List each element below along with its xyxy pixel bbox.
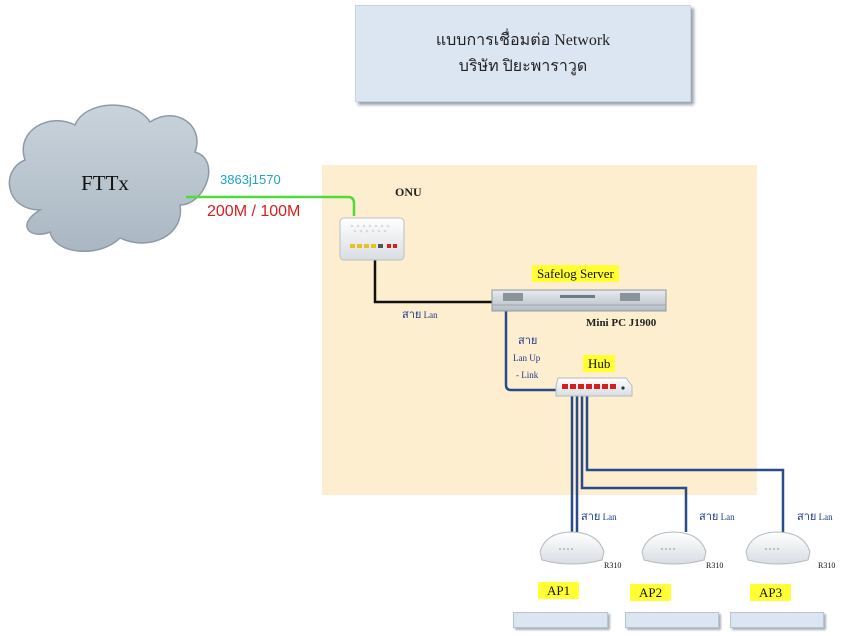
- cable-label-line-3: - Link: [516, 370, 539, 380]
- speed-label: 200M / 100M: [207, 203, 301, 220]
- onu-label: ONU: [395, 185, 422, 199]
- circuit-id-label: 3863j1570: [220, 172, 281, 187]
- ap3-cable: [585, 390, 785, 532]
- ap1-info-bar: [513, 612, 608, 628]
- title-line-2: บริษัท ปิยะพาราวูด: [458, 57, 588, 75]
- server-hub-cable-label: สาย Lan Up - Link: [513, 333, 540, 384]
- server-model-label: Mini PC J1900: [586, 317, 657, 329]
- cable-label-line-2: Lan Up: [513, 353, 541, 363]
- ap2-device-icon: [641, 531, 707, 565]
- title-box: แบบการเชื่อมต่อ Network บริษัท ปิยะพาราว…: [355, 5, 691, 102]
- title-line-1: แบบการเชื่อมต่อ Network: [435, 31, 611, 49]
- ap2-cable: [580, 390, 688, 532]
- ap1-cable-label: สาย Lan: [581, 507, 617, 525]
- cable-label-type: Lan: [818, 512, 833, 522]
- onu-device-icon: [339, 217, 405, 261]
- cable-label-type: Lan: [720, 512, 735, 522]
- ap3-device-icon: [745, 531, 811, 565]
- ap3-label: AP3: [750, 584, 792, 601]
- ap1-device-icon: [539, 531, 605, 565]
- cable-label-type: Lan: [602, 512, 617, 522]
- ap1-model-label: R310: [604, 561, 622, 570]
- hub-label: Hub: [583, 355, 616, 372]
- safelog-server-icon: [491, 289, 667, 312]
- fttx-cloud-icon: [8, 104, 210, 252]
- cable-label-thai: สาย: [518, 335, 538, 347]
- ap2-cable-label: สาย Lan: [699, 507, 735, 525]
- onu-server-cable-label: สาย Lan: [402, 305, 438, 323]
- ap3-cable-label: สาย Lan: [797, 507, 833, 525]
- server-hub-cable: [504, 310, 560, 392]
- cable-label-thai: สาย: [699, 511, 719, 523]
- hub-device-icon: [555, 377, 633, 397]
- cable-label-thai: สาย: [797, 511, 817, 523]
- cable-label-thai: สาย: [402, 309, 422, 321]
- ap2-model-label: R310: [706, 561, 724, 570]
- cable-label-type: Lan: [423, 310, 438, 320]
- onu-server-cable: [373, 250, 495, 304]
- cable-label-thai: สาย: [581, 511, 601, 523]
- ap3-info-bar: [730, 612, 824, 628]
- ap2-info-bar: [625, 612, 719, 628]
- ap2-label: AP2: [630, 584, 672, 601]
- ap3-model-label: R310: [818, 561, 836, 570]
- fttx-label: FTTx: [81, 171, 129, 195]
- server-label: Safelog Server: [532, 265, 619, 282]
- fiber-cable: [186, 195, 356, 216]
- ap1-label: AP1: [538, 582, 580, 599]
